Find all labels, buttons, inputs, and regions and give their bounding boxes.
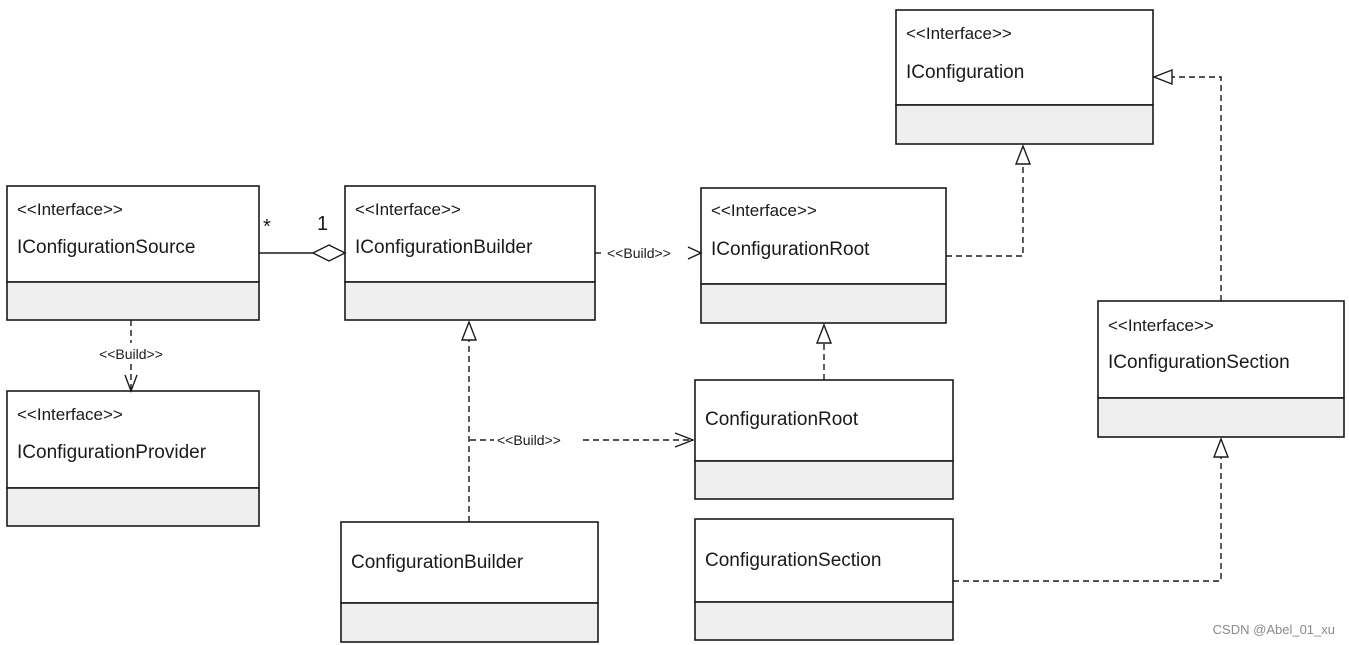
class-name: ConfigurationBuilder <box>351 552 524 573</box>
class-iconfiguration-builder: <<Interface>> IConfigurationBuilder <box>344 185 596 321</box>
edge-build-cbuilder-croot: <<Build>> <box>470 432 695 448</box>
dependency-arrowhead <box>674 432 695 448</box>
class-stereotype: <<Interface>> <box>1108 316 1214 335</box>
class-iconfiguration-provider: <<Interface>> IConfigurationProvider <box>6 390 260 527</box>
realization-line <box>1172 76 1222 301</box>
class-iconfiguration-source: <<Interface>> IConfigurationSource <box>6 185 260 321</box>
realization-triangle <box>460 320 478 341</box>
class-stereotype: <<Interface>> <box>17 200 123 219</box>
class-name: ConfigurationSection <box>705 550 881 571</box>
realization-line <box>953 457 1222 582</box>
dependency-arrowhead <box>687 246 703 260</box>
class-configuration-builder: ConfigurationBuilder <box>340 521 599 643</box>
class-name: IConfiguration <box>906 62 1024 83</box>
edge-aggregation-source-builder: * 1 <box>259 213 347 262</box>
realization-triangle <box>1014 144 1032 165</box>
dependency-label: <<Build>> <box>607 245 671 261</box>
class-name: IConfigurationBuilder <box>355 237 533 258</box>
edge-realization-iroot-iconfig <box>946 144 1032 257</box>
dependency-arrowhead <box>124 374 138 393</box>
aggregation-diamond <box>311 244 347 262</box>
watermark: CSDN @Abel_01_xu <box>1212 622 1335 637</box>
class-configuration-root: ConfigurationRoot <box>694 379 954 500</box>
class-stereotype: <<Interface>> <box>711 201 817 220</box>
dependency-label: <<Build>> <box>497 432 561 448</box>
multiplicity-one: 1 <box>317 213 328 235</box>
edge-realization-cbuilder-ibuilder <box>460 320 478 522</box>
edge-realization-csection-isection <box>953 437 1230 582</box>
class-iconfiguration: <<Interface>> IConfiguration <box>895 9 1154 145</box>
class-name: IConfigurationProvider <box>17 442 207 463</box>
edge-realization-croot-iroot <box>815 323 833 380</box>
class-name: IConfigurationSection <box>1108 352 1290 373</box>
edge-realization-isection-iconfig <box>1152 68 1222 301</box>
realization-line <box>946 164 1024 257</box>
class-name: IConfigurationSource <box>17 237 196 258</box>
realization-triangle <box>1212 437 1230 458</box>
class-name: IConfigurationRoot <box>711 239 870 260</box>
class-iconfiguration-root: <<Interface>> IConfigurationRoot <box>700 187 947 324</box>
class-configuration-section: ConfigurationSection <box>694 518 954 641</box>
realization-triangle <box>1152 68 1173 86</box>
multiplicity-many: * <box>263 216 271 238</box>
dependency-label: <<Build>> <box>99 346 163 362</box>
realization-triangle <box>815 323 833 344</box>
edge-build-source-provider: <<Build>> <box>99 320 163 393</box>
class-iconfiguration-section: <<Interface>> IConfigurationSection <box>1097 300 1345 438</box>
edge-build-builder-root: <<Build>> <box>595 245 703 261</box>
class-stereotype: <<Interface>> <box>906 24 1012 43</box>
class-stereotype: <<Interface>> <box>355 200 461 219</box>
class-stereotype: <<Interface>> <box>17 405 123 424</box>
class-name: ConfigurationRoot <box>705 409 859 430</box>
